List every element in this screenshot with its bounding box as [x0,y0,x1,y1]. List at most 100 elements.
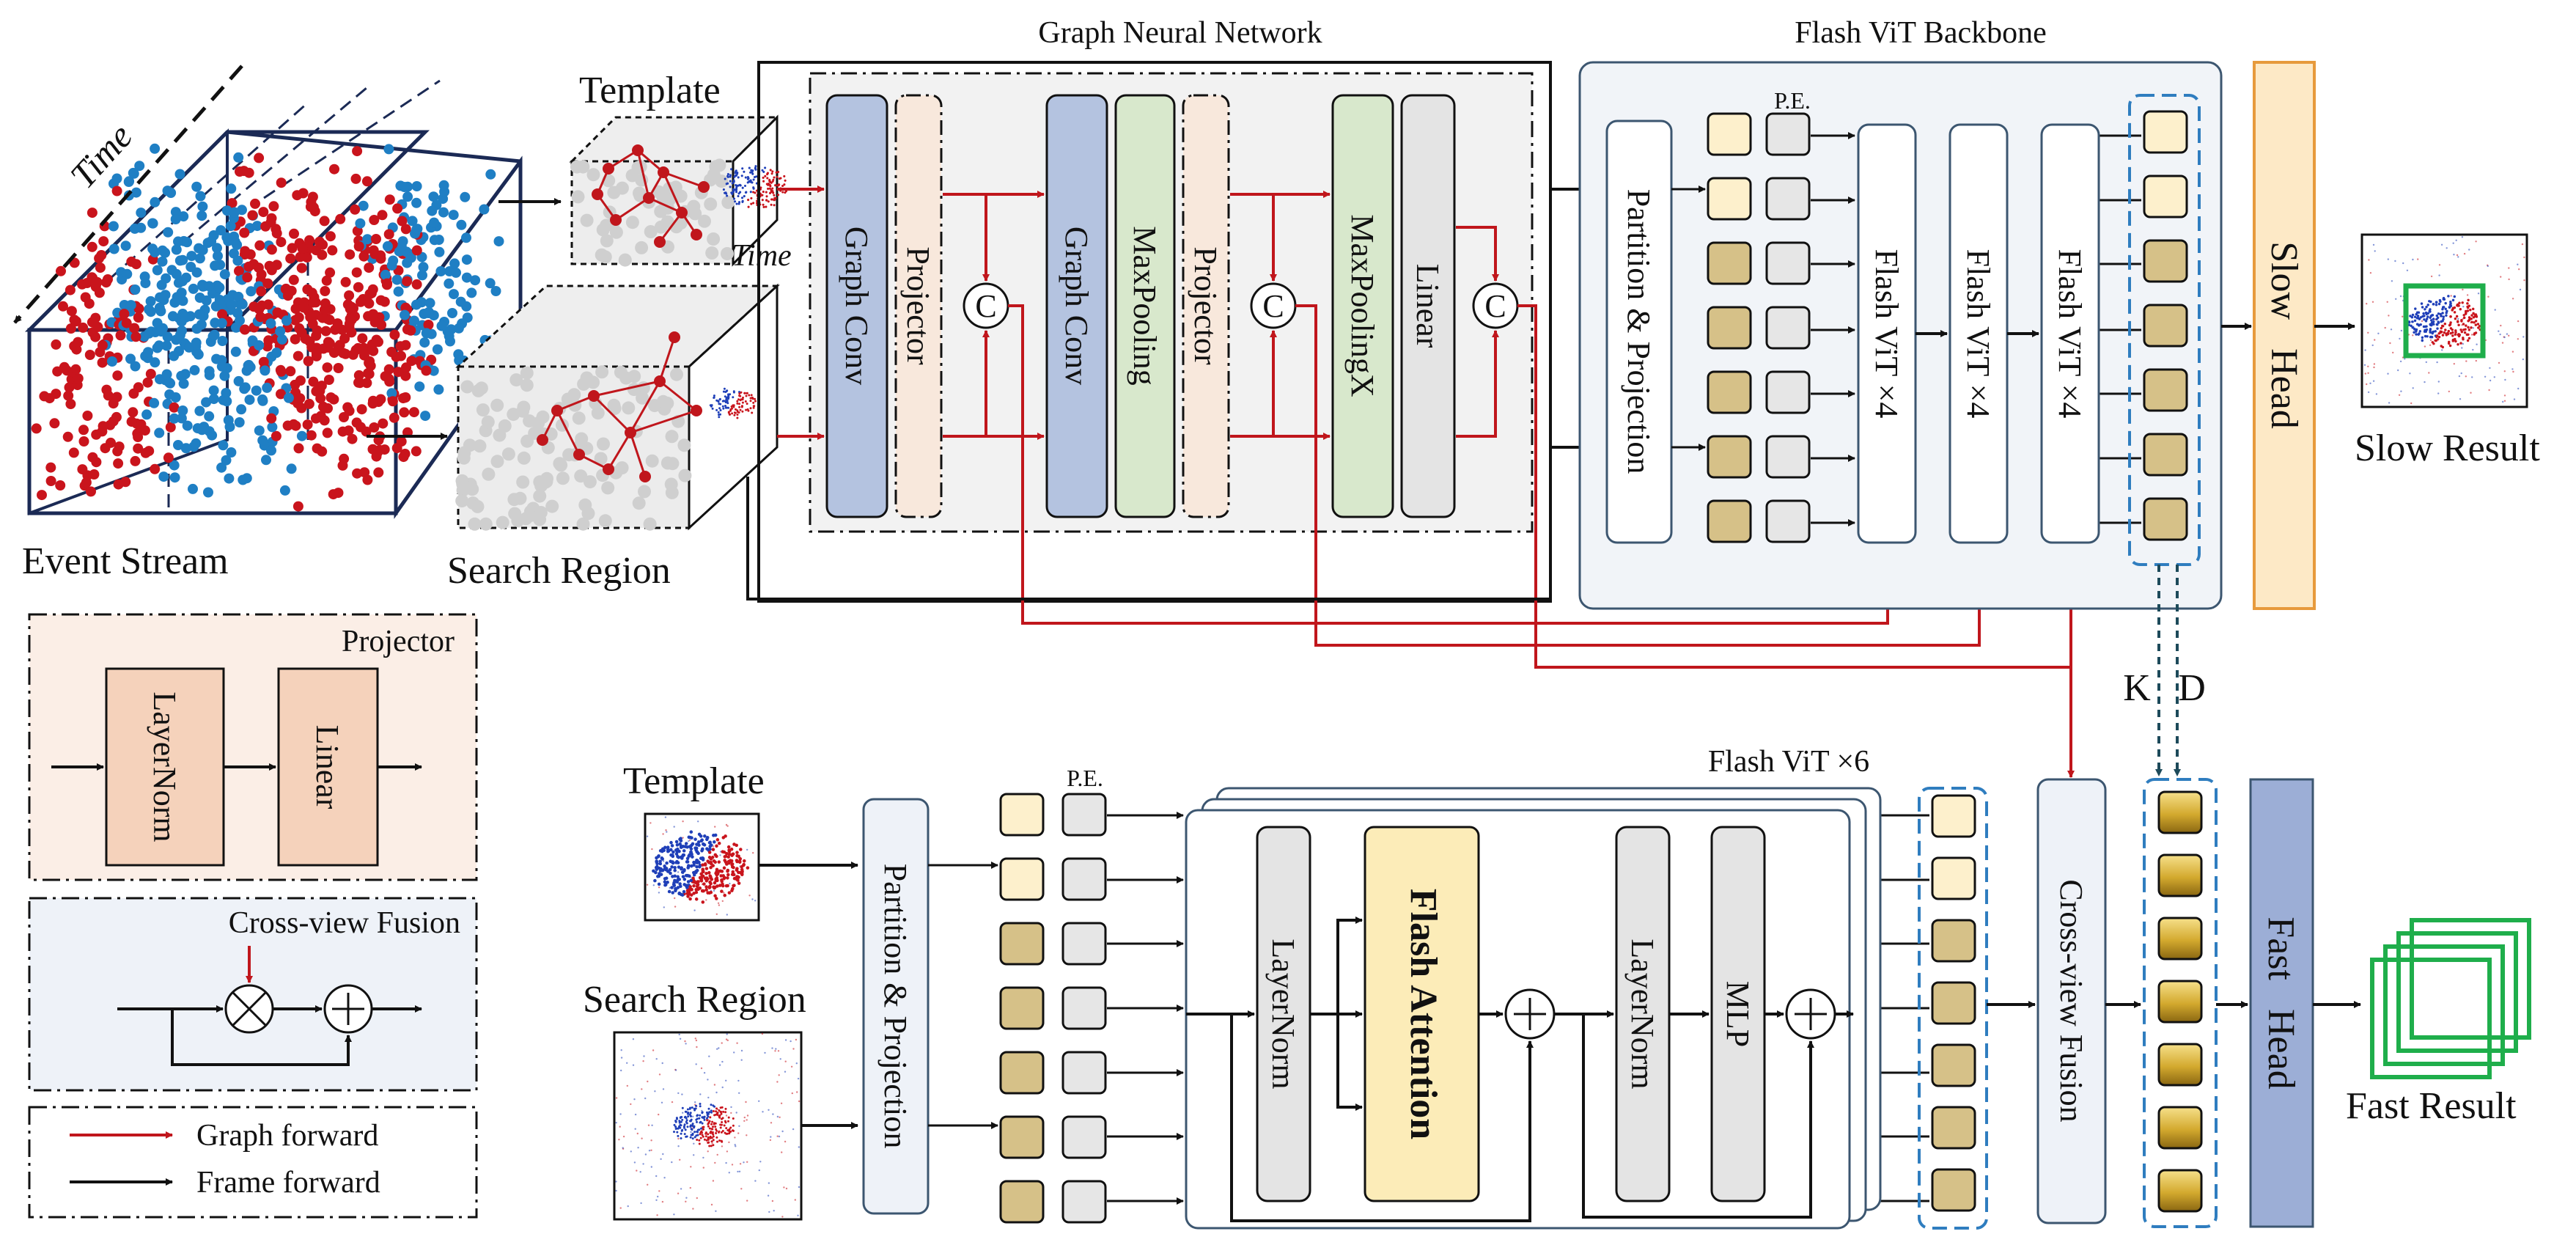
event-point [392,203,403,214]
event-blob-point [752,401,755,404]
event-blob-point [2419,316,2423,319]
event-blob-point [713,1105,715,1108]
noise-point [665,829,667,831]
event-blob-point [731,412,734,415]
event-blob-point [732,884,735,888]
noise-point [703,1072,706,1074]
event-blob-point [666,845,670,849]
event-blob-point [707,1122,710,1125]
event-point [423,320,434,330]
noise-point [643,1055,645,1057]
event-blob-point [2434,330,2437,333]
token [1765,241,1811,285]
noise-point [2475,240,2477,243]
event-point [454,355,465,366]
event-point [62,431,73,442]
event-point [411,299,422,310]
event-blob-point [696,1131,699,1133]
event-blob-point [719,1123,722,1126]
event-point [121,317,132,328]
event-blob-point [736,402,739,405]
noise-point [2487,265,2489,268]
grey-node [625,216,639,229]
event-blob-point [693,1136,696,1139]
graph-edge [659,380,697,412]
noise-point [785,1187,788,1190]
noise-point [2493,376,2495,378]
event-blob-point [2457,342,2459,346]
event-point [136,207,147,218]
event-point [169,472,180,483]
noise-point [2367,372,2369,374]
event-blob-point [721,1140,724,1143]
event-point [406,356,417,367]
event-blob-point [737,202,740,205]
event-point [160,290,171,301]
token [999,986,1045,1030]
event-blob-point [707,861,711,864]
event-point [412,224,423,235]
event-point [113,458,124,469]
event-blob-point [754,166,757,169]
event-point [261,455,271,466]
noise-point [2441,349,2443,351]
token [1931,794,1976,838]
event-point [351,267,362,278]
token [1707,499,1752,543]
add-circle-1 [1504,988,1556,1040]
slow-result-image [2360,233,2528,408]
noise-point [776,1115,779,1118]
noise-point [745,1101,747,1103]
event-blob-point [741,167,744,170]
event-blob-point [2470,326,2473,329]
event-blob-point [716,1140,718,1143]
token [2143,175,2188,218]
event-blob-point [726,859,731,864]
event-blob-point [2454,331,2457,334]
event-blob-point [754,191,757,194]
linear-block [1400,94,1456,518]
event-point [150,357,161,368]
event-blob-point [749,191,752,194]
noise-point [660,1101,663,1104]
event-blob-point [773,199,776,202]
event-blob-point [726,175,729,178]
event-blob-point [738,405,741,408]
noise-point [2375,393,2378,395]
event-point [226,447,237,458]
grey-node [554,458,568,472]
token [1765,177,1811,221]
event-blob-point [732,396,735,399]
search-frame-line [746,477,1550,601]
noise-point [796,1091,798,1093]
event-blob-point [680,893,685,897]
graph-node [691,405,702,416]
event-point [353,241,364,251]
event-blob-point [678,837,682,841]
noise-point [669,886,671,889]
event-blob-point [751,411,754,414]
event-blob-point [728,1128,731,1131]
event-point [94,253,105,264]
noise-point [630,1150,632,1153]
token [999,1180,1045,1224]
graph-node [603,163,614,175]
event-point [208,394,219,405]
noise-point [642,1163,644,1165]
event-blob-point [765,205,768,208]
event-point [337,460,348,471]
token [1707,177,1752,221]
event-point [375,394,386,405]
event-blob-point [2454,317,2457,320]
event-point [306,430,317,441]
event-blob-point [708,1111,711,1114]
event-blob-point [2426,304,2429,306]
noise-point [682,820,684,823]
event-blob-point [678,882,682,886]
event-point [367,284,378,295]
grey-node [536,410,550,424]
noise-point [761,1032,764,1035]
noise-point [758,1100,760,1103]
event-blob-point [743,859,746,863]
grey-node [678,469,692,482]
